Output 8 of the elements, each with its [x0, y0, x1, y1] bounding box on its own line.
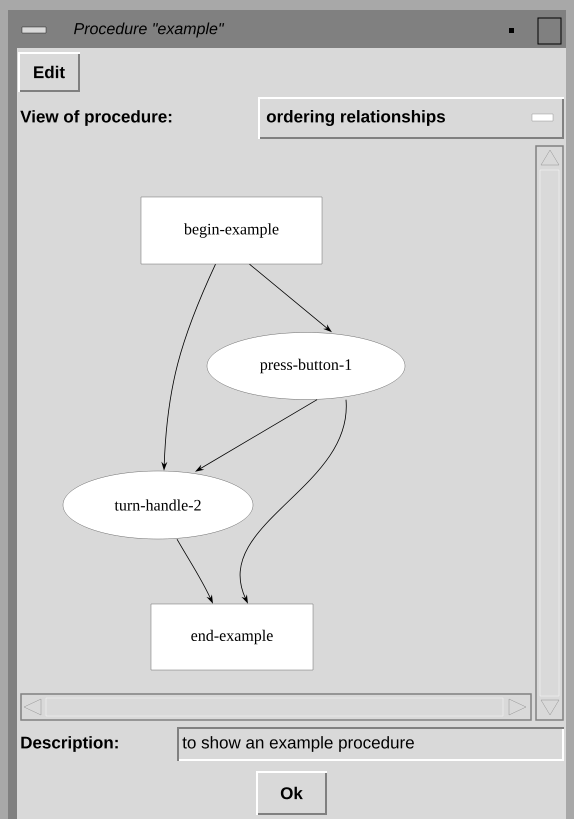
field-label: Description:: [21, 736, 118, 752]
process-box: begin-example: [140, 196, 322, 264]
edit-button: Edit: [18, 52, 80, 92]
field-label: View of procedure:: [20, 110, 172, 126]
dropdown-menu: ordering relationships: [258, 97, 564, 139]
ok-button: Ok: [256, 771, 327, 815]
process-box: end-example: [150, 604, 314, 670]
text-field: to show an example procedure: [177, 727, 564, 761]
